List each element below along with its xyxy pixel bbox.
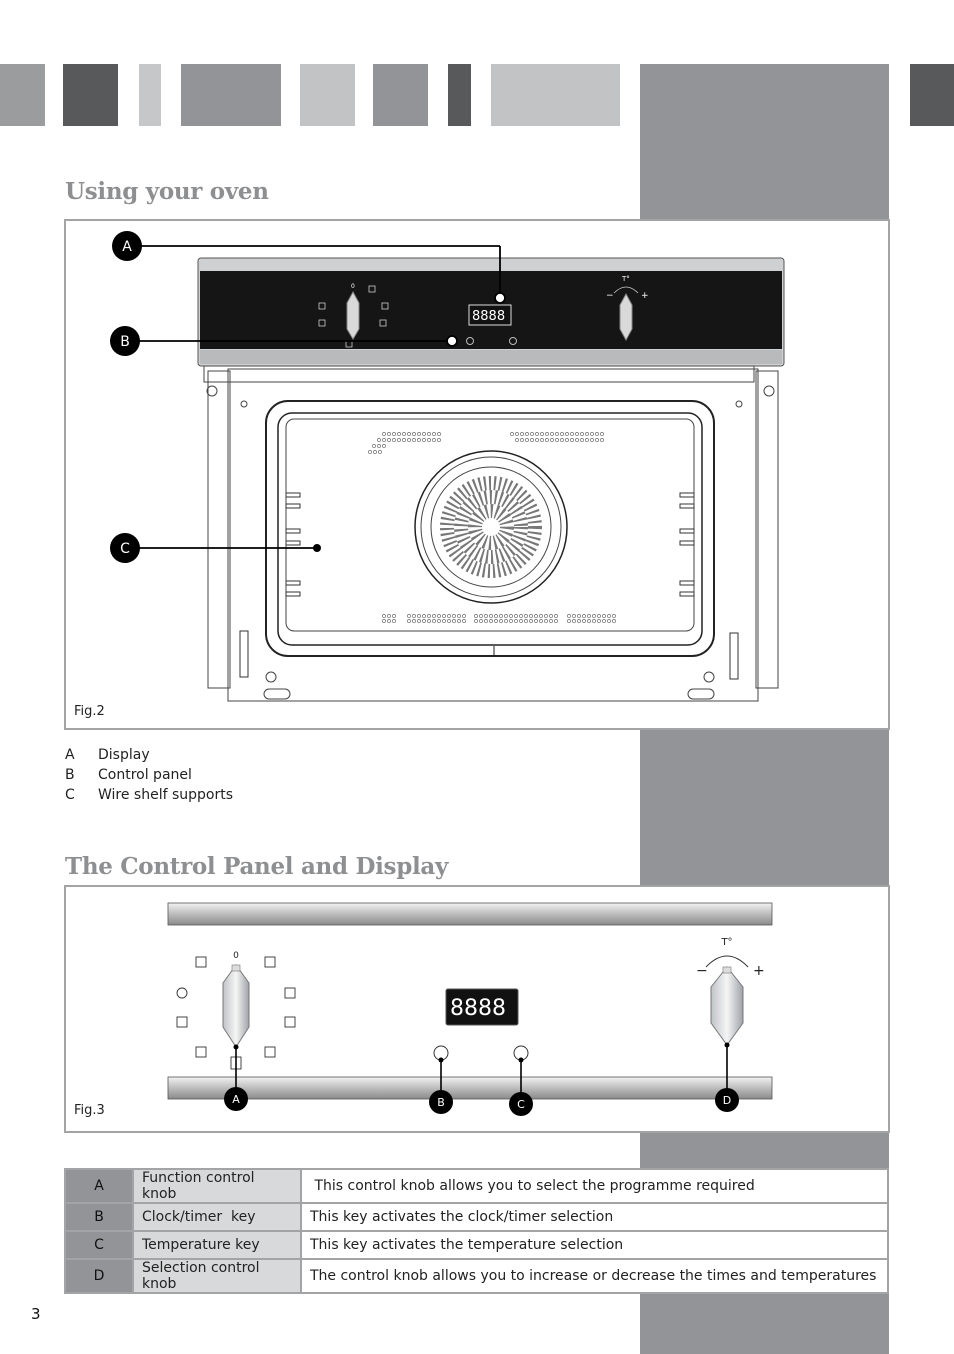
grey-band-low <box>640 1130 889 1170</box>
header-bar-6 <box>373 64 428 126</box>
callout-c: C <box>110 533 321 563</box>
svg-text:0: 0 <box>351 283 355 290</box>
temp-symbol: T° <box>720 937 732 948</box>
table-row: A Function control knob This control kno… <box>64 1168 889 1204</box>
header-bar-2 <box>63 64 118 126</box>
callout-a-label: A <box>122 239 132 255</box>
callout-a2-label: A <box>232 1093 240 1106</box>
defrost-icon <box>195 956 207 968</box>
table-cell-name: Temperature key <box>132 1230 302 1260</box>
figure-caption-fig2: Fig.2 <box>74 704 105 719</box>
panel-selection-knob: T° − + <box>606 275 649 342</box>
svg-text:T°: T° <box>621 275 630 283</box>
legend-list: A Display B Control panel C Wire shelf supp… <box>65 745 233 805</box>
table-cell-name: Function control knob <box>132 1168 302 1204</box>
table-row: C Temperature key This key activates the… <box>64 1230 889 1260</box>
table-row: B Clock/timer key This key activates the… <box>64 1202 889 1232</box>
minus-symbol: − <box>696 963 708 979</box>
section-title-control-panel: The Control Panel and Display <box>65 853 449 880</box>
callout-a2: A <box>224 1044 248 1111</box>
panel-function-knob: 0 <box>346 283 360 340</box>
panel-display: 8888 <box>466 304 517 345</box>
top-heat-icon <box>284 987 296 999</box>
table-cell-description: This key activates the clock/timer selec… <box>300 1202 889 1232</box>
knob-zero-label: 0 <box>233 951 239 961</box>
control-panel-illustration: 0 8888 T° − + <box>167 902 773 1116</box>
page-number: 3 <box>31 1305 41 1323</box>
grey-band-top <box>640 64 889 219</box>
section-title-using-oven: Using your oven <box>65 178 269 205</box>
callout-d2: D <box>715 1042 739 1112</box>
header-bar-5 <box>300 64 355 126</box>
vent-top-left <box>368 432 441 454</box>
table-cell-key: C <box>64 1230 134 1260</box>
figure-oven: 0 8888 T° − + <box>64 219 890 730</box>
svg-text:+: + <box>641 291 649 301</box>
legend-key: C <box>65 787 75 803</box>
table-cell-key: A <box>64 1168 134 1204</box>
grey-band-mid <box>640 728 889 885</box>
header-bar-8 <box>491 64 620 126</box>
oven-fan <box>414 450 568 604</box>
parts-table: A Function control knob This control kno… <box>64 1168 889 1294</box>
callout-a: A <box>112 231 506 304</box>
digital-display: 8888 <box>445 988 519 1026</box>
table-cell-description: This key activates the temperature selec… <box>300 1230 889 1260</box>
figure-control-panel: 0 8888 T° − + <box>64 885 890 1133</box>
conventional-icon <box>284 1016 296 1028</box>
table-cell-name: Selection control knob <box>132 1258 302 1294</box>
header-bar-7 <box>448 64 471 126</box>
plus-symbol: + <box>753 963 765 979</box>
oven-illustration: 0 8888 T° − + <box>110 231 785 702</box>
callout-b: B <box>110 326 458 356</box>
table-cell-name: Clock/timer key <box>132 1202 302 1232</box>
display-digits: 8888 <box>450 996 506 1021</box>
grey-band-bottom <box>640 1287 889 1354</box>
callout-b-label: B <box>120 334 130 350</box>
svg-text:8888: 8888 <box>472 309 505 324</box>
vent-bottom <box>382 614 616 623</box>
fan-grill-icon <box>264 956 276 968</box>
callout-c-label: C <box>120 541 130 557</box>
callout-c2: C <box>509 1057 533 1116</box>
legend-item: C Wire shelf supports <box>65 785 233 805</box>
table-cell-description: The control knob allows you to increase … <box>300 1258 889 1294</box>
callout-d2-label: D <box>723 1094 731 1107</box>
legend-key: A <box>65 747 75 763</box>
fan-oven-icon <box>176 1016 188 1028</box>
legend-item: B Control panel <box>65 765 233 785</box>
table-cell-key: D <box>64 1258 134 1294</box>
shelf-supports <box>239 492 739 680</box>
table-cell-description: This control knob allows you to select t… <box>300 1168 889 1204</box>
callout-b2-label: B <box>437 1096 445 1109</box>
bottom-heat-icon <box>195 1046 207 1058</box>
grill-icon <box>264 1046 276 1058</box>
header-bar-4 <box>181 64 281 126</box>
callout-b2: B <box>429 1057 453 1114</box>
callout-c2-label: C <box>517 1098 525 1111</box>
selection-control-knob: T° − + <box>696 937 765 1046</box>
vent-top-right <box>510 432 604 442</box>
fan-icon <box>176 987 188 999</box>
legend-label: Control panel <box>98 767 192 783</box>
table-row: D Selection control knob The control kno… <box>64 1258 889 1294</box>
legend-key: B <box>65 767 75 783</box>
header-bar-3 <box>139 64 161 126</box>
table-cell-key: B <box>64 1202 134 1232</box>
legend-item: A Display <box>65 745 233 765</box>
legend-label: Wire shelf supports <box>98 787 234 803</box>
header-bar-9 <box>910 64 954 126</box>
header-bar-1 <box>0 64 45 126</box>
svg-text:−: − <box>606 291 614 301</box>
function-control-knob: 0 <box>222 951 250 1048</box>
figure-caption-fig3: Fig.3 <box>74 1103 105 1118</box>
legend-label: Display <box>98 747 150 763</box>
